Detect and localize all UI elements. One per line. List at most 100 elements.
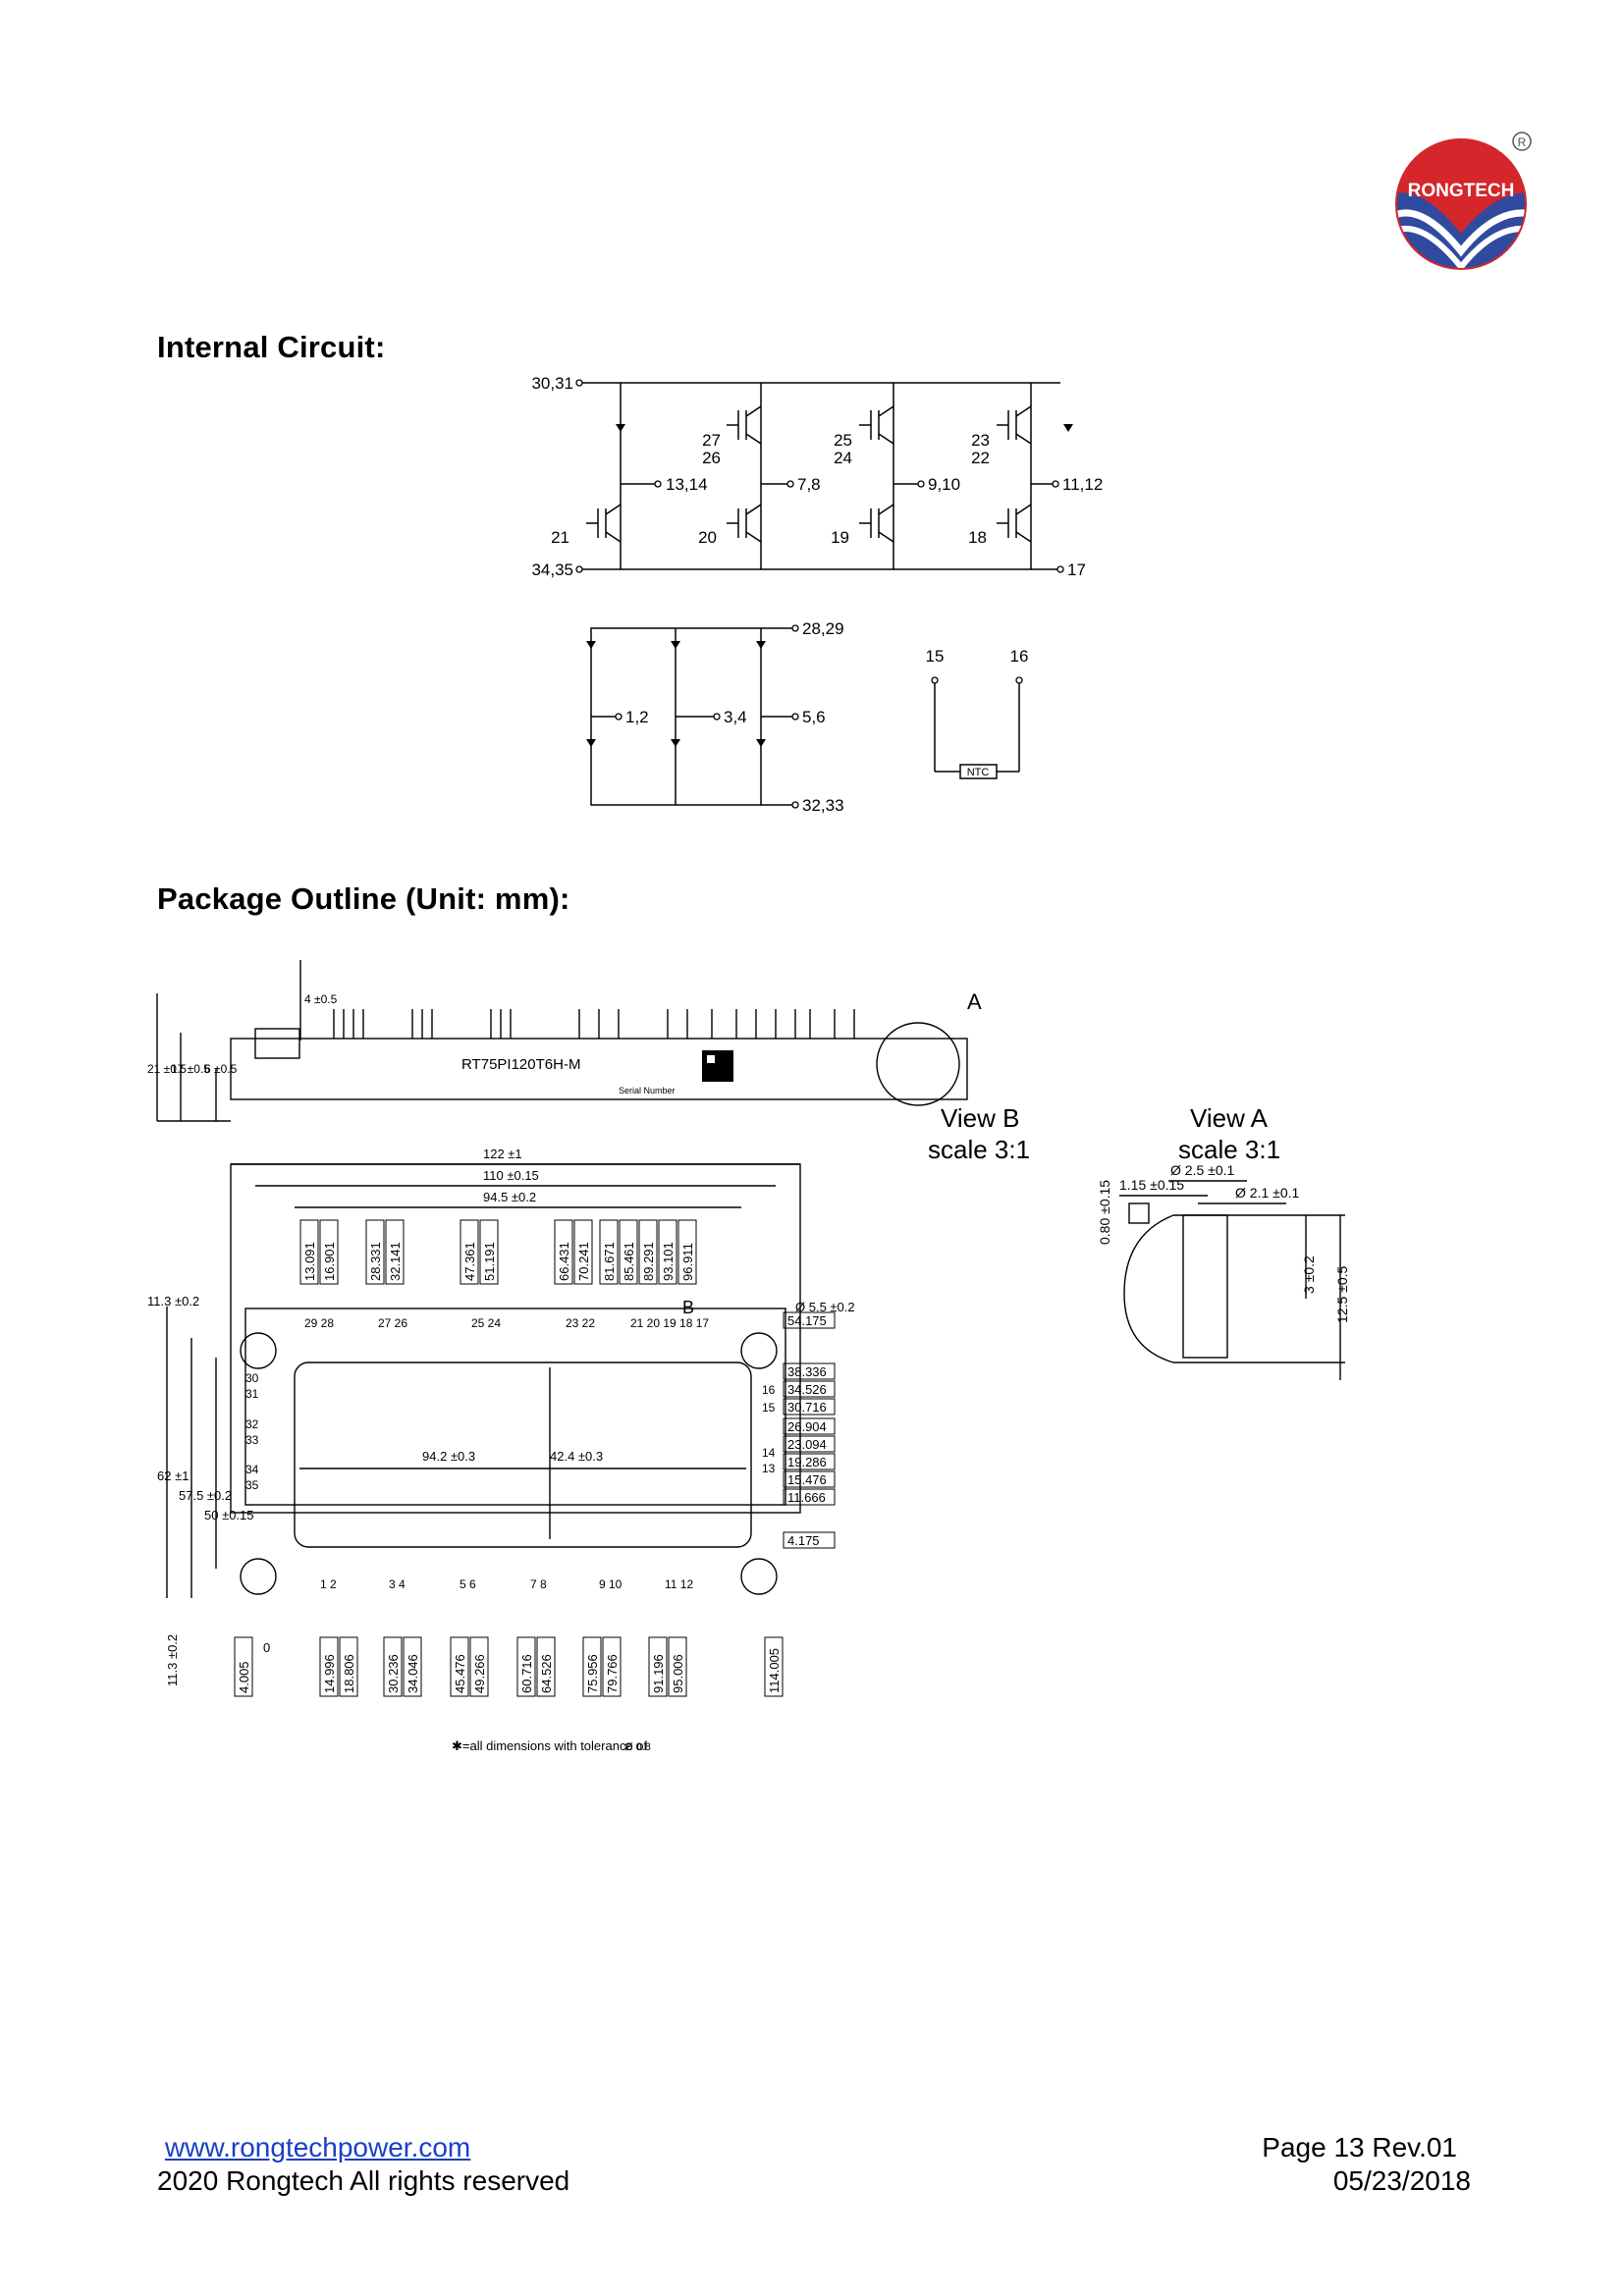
left-pin-number: 32 [245,1417,259,1431]
right-pin-box [783,1417,836,1435]
right-pin-position: 30.716 [787,1400,827,1415]
dim-inner-height: 42.4 ±0.3 [550,1449,603,1464]
right-pin-box [783,1380,836,1398]
bottom-pin-box [602,1636,622,1697]
origin-zero: 0 [263,1640,270,1655]
top-pin-position: 32.141 [388,1242,403,1281]
top-pin-position: 51.191 [482,1242,497,1281]
bottom-pin-position: 18.806 [342,1654,356,1693]
top-pin-position: 96.911 [680,1243,695,1281]
right-pin-position: 23.094 [787,1437,827,1452]
part-marking: RT75PI120T6H-M [461,1056,580,1073]
right-pin-box [783,1311,836,1329]
view-a-scale: scale 3:1 [1178,1135,1280,1164]
view-a-dim-inner: Ø 2.1 ±0.1 [1235,1185,1299,1201]
view-a-dim-outer: Ø 2.5 ±0.1 [1170,1162,1234,1178]
right-pin-position: 15.476 [787,1472,827,1487]
serial-number-label: Serial Number [619,1086,676,1095]
circuit-label-gate-23: 23 [971,431,990,450]
circuit-label-gate-20: 20 [698,528,717,547]
bottom-pin-position: 30.236 [386,1654,401,1693]
circuit-label-rectifier-in-3: 5,6 [802,708,826,726]
bottom-pin-position: 4.005 [237,1661,251,1693]
left-pin-number: 30 [245,1371,259,1385]
top-pin-number: 29 28 [304,1316,334,1330]
package-outline-heading: Package Outline (Unit: mm): [157,881,570,916]
circuit-label-output-u: 7,8 [797,475,821,494]
top-pin-position: 28.331 [368,1242,383,1281]
view-a-dim-12: 12.5 ±0.5 [1334,1266,1350,1323]
right-pin-box [783,1362,836,1380]
dim-height-50: 50 ±0.15 [204,1508,254,1522]
top-pin-box [677,1219,697,1285]
view-b-title: View B [941,1103,1019,1133]
website-link[interactable]: www.rongtechpower.com [165,2132,471,2163]
circuit-label-gate-27: 27 [702,431,721,450]
right-pin-position: 34.526 [787,1382,827,1397]
top-pin-box [638,1219,658,1285]
right-pin-number: 16 [762,1383,776,1397]
rongtech-logo: RONGTECH R [1392,126,1540,273]
bottom-pin-number: 11 12 [665,1577,693,1591]
top-pin-box [385,1219,405,1285]
detail-b-label: B [682,1298,694,1317]
top-pin-box [365,1219,385,1285]
bottom-pin-box [582,1636,602,1697]
right-pin-box [783,1398,836,1415]
top-pin-position: 93.101 [661,1242,676,1281]
revision-date: 05/23/2018 [1332,2165,1471,2196]
internal-circuit-heading: Internal Circuit: [157,330,386,364]
circuit-label-gate-22: 22 [971,449,990,467]
right-pin-position: 4.175 [787,1533,820,1548]
circuit-label-gate-18: 18 [968,528,987,547]
bottom-pin-position: 14.996 [322,1654,337,1693]
circuit-label-rectifier-in-2: 3,4 [724,708,747,726]
bottom-pin-box [668,1636,687,1697]
right-pin-number: 14 [762,1446,776,1460]
right-pin-box [783,1453,836,1470]
top-pin-box [554,1219,573,1285]
left-pin-number: 35 [245,1478,259,1492]
dim-pin-height: 4 ±0.5 [304,992,338,1006]
dim-width-94: 94.5 ±0.2 [483,1190,536,1204]
right-pin-position: 38.336 [787,1364,827,1379]
top-pin-box [599,1219,619,1285]
bottom-pin-position: 95.006 [671,1654,685,1693]
left-pin-number: 33 [245,1433,259,1447]
circuit-label-rectifier-top: 28,29 [802,619,844,638]
right-pin-position: 19.286 [787,1455,827,1469]
top-pin-box [619,1219,638,1285]
bottom-pin-box [339,1636,358,1697]
circuit-label-rectifier-in-1: 1,2 [625,708,649,726]
bottom-pin-position: 114.005 [767,1648,782,1693]
qr-code [702,1050,733,1082]
top-pin-position: 81.671 [602,1242,617,1281]
bottom-pin-box [516,1636,536,1697]
top-pin-position: 66.431 [557,1242,571,1281]
top-pin-number: 23 22 [566,1316,595,1330]
dim-height-57: 57.5 ±0.2 [179,1488,232,1503]
view-b-scale: scale 3:1 [928,1135,1030,1164]
circuit-label-gate-26: 26 [702,449,721,467]
top-pin-box [319,1219,339,1285]
bottom-pin-position: 45.476 [453,1654,467,1693]
svg-text:R: R [1518,135,1527,149]
circuit-label-brake-output: 13,14 [666,475,708,494]
bottom-pin-box [319,1636,339,1697]
top-pin-box [658,1219,677,1285]
detail-a-label: A [967,989,982,1014]
bottom-pin-position: 75.956 [585,1654,600,1693]
bottom-pin-box [536,1636,556,1697]
copyright-text: 2020 Rongtech All rights reserved [157,2165,570,2196]
right-pin-box [783,1470,836,1488]
bottom-pin-box [450,1636,469,1697]
circuit-label-ntc-15: 15 [926,647,945,666]
bottom-pin-box [469,1636,489,1697]
top-pin-box [573,1219,593,1285]
bottom-pin-position: 64.526 [539,1654,554,1693]
tolerance-value: Ø 0.8 [624,1741,651,1753]
right-pin-number: 15 [762,1401,776,1415]
dim-height-17: 17 ±0.5 [171,1062,210,1076]
dim-width-122: 122 ±1 [483,1147,522,1161]
dim-height-6: 6 ±0.5 [204,1062,238,1076]
